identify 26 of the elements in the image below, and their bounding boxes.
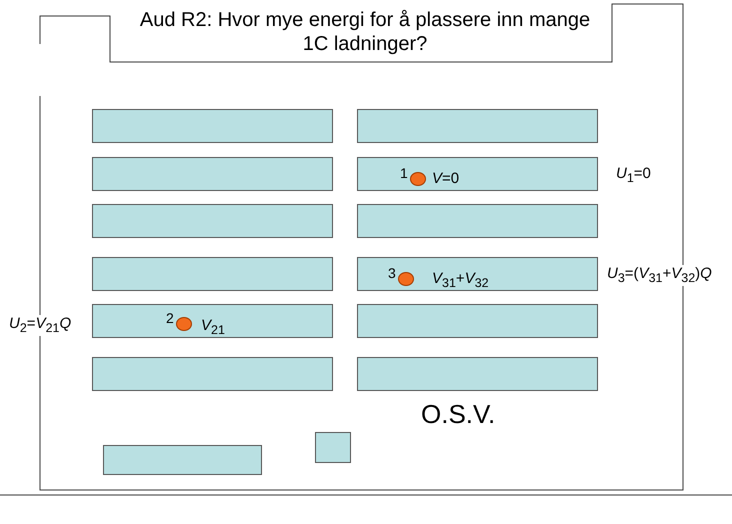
seat-row	[92, 304, 333, 338]
seat-row	[92, 257, 333, 291]
seat-row	[92, 157, 333, 191]
seat-row	[103, 445, 262, 475]
seat-row	[357, 109, 598, 143]
charge-dot	[398, 272, 414, 286]
seat-row	[357, 157, 598, 191]
potential-label: V$_{31}$+V$_{32}$	[432, 271, 489, 290]
seat-row	[357, 357, 598, 391]
energy-equation: U$_{2}$=V$_{21}$Q	[8, 315, 72, 336]
seat-row	[92, 204, 333, 238]
charge-number: 1	[400, 166, 408, 180]
potential-label: V$_{21}$	[201, 318, 225, 336]
seat-row	[92, 109, 333, 143]
seat-row	[357, 304, 598, 338]
seat-row	[92, 357, 333, 391]
potential-label: V=0	[432, 171, 460, 186]
energy-equation: U$_{3}$=(V$_{31}$+V$_{32}$)Q	[606, 265, 713, 286]
charge-number: 2	[166, 311, 174, 325]
seat-row	[315, 432, 351, 463]
seat-row	[357, 257, 598, 291]
charge-number: 3	[388, 266, 396, 280]
charge-dot	[176, 317, 192, 331]
slide-title: Aud R2: Hvor mye energi for å plassere inn mange 1C ladninger?	[138, 8, 592, 56]
seat-row	[357, 204, 598, 238]
charge-dot	[410, 172, 426, 186]
